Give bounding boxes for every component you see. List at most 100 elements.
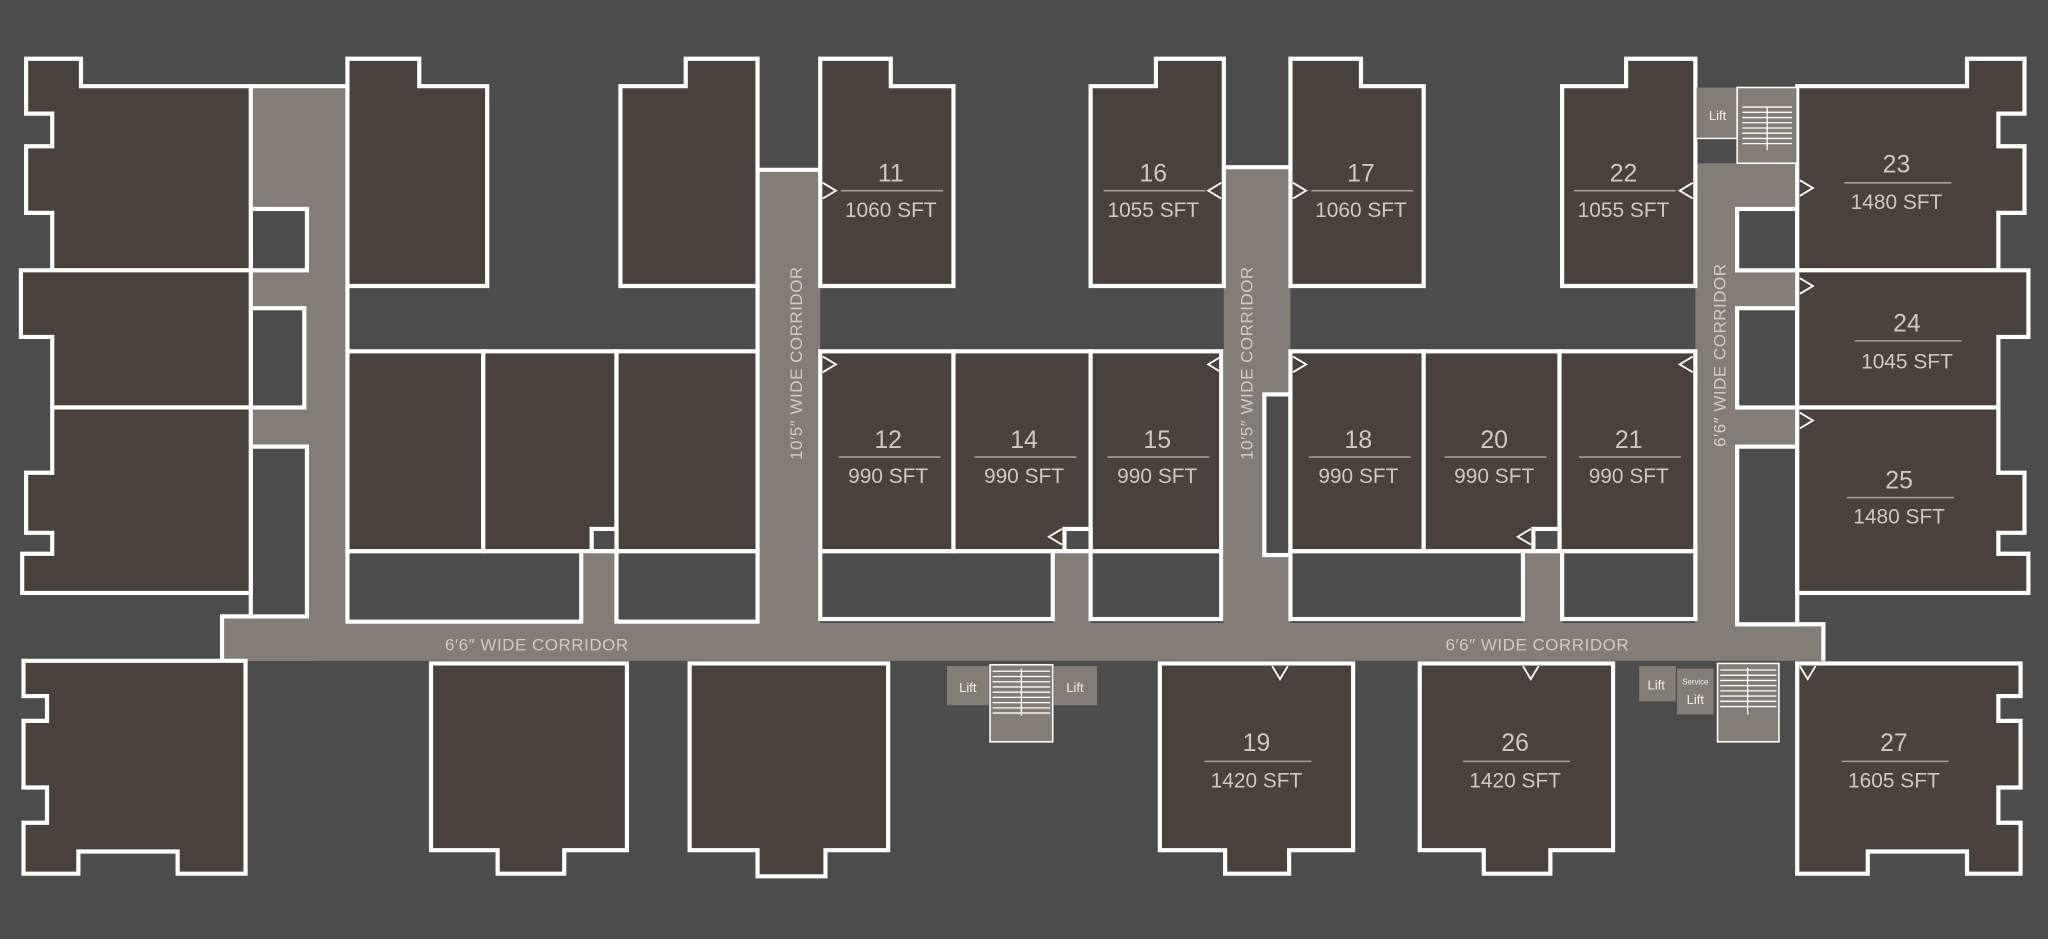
svg-text:1480 SFT: 1480 SFT (1853, 506, 1945, 529)
svg-text:27: 27 (1880, 730, 1908, 757)
lift-label: Lift (1647, 678, 1665, 693)
unit-unlabeled[interactable] (20, 405, 253, 596)
service-lift-label: Lift (1687, 692, 1705, 707)
lift (1639, 666, 1676, 702)
closet (248, 306, 307, 410)
unit-unlabeled[interactable] (428, 661, 630, 876)
corridor-vertical-1 (757, 169, 821, 627)
door-icon (1292, 355, 1308, 373)
unit-24[interactable] (1795, 268, 2031, 410)
closet (1735, 444, 1800, 627)
svg-text:1480 SFT: 1480 SFT (1851, 191, 1943, 214)
unit-unlabeled[interactable] (18, 268, 253, 410)
svg-text:19: 19 (1243, 730, 1271, 757)
unit-11[interactable] (818, 56, 956, 289)
svg-text:23: 23 (1883, 151, 1911, 178)
closet (248, 206, 310, 273)
storage-room (614, 549, 760, 624)
corridor-label: 10′5″ WIDE CORRIDOR (787, 266, 806, 460)
unit-16[interactable] (1088, 56, 1226, 289)
svg-text:990 SFT: 990 SFT (1454, 465, 1534, 488)
corridor-stub (581, 548, 617, 627)
stair-steps (1720, 667, 1777, 715)
svg-text:20: 20 (1480, 427, 1508, 454)
svg-text:22: 22 (1610, 161, 1638, 188)
unit-unlabeled[interactable] (345, 349, 486, 554)
unit-15[interactable] (1088, 349, 1224, 554)
door-icon (1799, 411, 1815, 430)
unit-unlabeled[interactable] (481, 349, 619, 554)
unit-unlabeled[interactable] (24, 56, 253, 273)
door-icon (1799, 277, 1815, 295)
unit-17[interactable] (1288, 56, 1426, 289)
notch (589, 526, 619, 554)
unit-unlabeled[interactable] (21, 658, 248, 876)
door-icon (1271, 665, 1289, 681)
svg-text:1060 SFT: 1060 SFT (845, 199, 937, 222)
unit-20[interactable] (1421, 349, 1562, 554)
svg-text:1420 SFT: 1420 SFT (1211, 770, 1303, 793)
unit-26[interactable] (1417, 661, 1616, 876)
svg-text:990 SFT: 990 SFT (984, 465, 1064, 488)
unit-25[interactable] (1795, 405, 2031, 596)
service-lift-caption: Service (1682, 677, 1708, 686)
svg-text:1060 SFT: 1060 SFT (1315, 199, 1407, 222)
storage-room (1288, 549, 1526, 622)
unit-21[interactable] (1557, 349, 1698, 554)
unit-unlabeled[interactable] (687, 661, 891, 879)
closet (248, 444, 310, 619)
svg-text:990 SFT: 990 SFT (1589, 465, 1669, 488)
corridor-label: 10′5″ WIDE CORRIDOR (1238, 266, 1257, 460)
lift (1696, 87, 1738, 139)
corridor-label: 6′6″ WIDE CORRIDOR (445, 635, 629, 654)
storage-room (1560, 549, 1698, 622)
unit-label-27: 27 1605 SFT (1841, 730, 1949, 793)
unit-unlabeled[interactable] (618, 56, 760, 289)
svg-text:15: 15 (1143, 427, 1171, 454)
door-icon (1206, 355, 1222, 373)
unit-12[interactable] (818, 349, 956, 554)
door-icon (1292, 182, 1308, 200)
unit-22[interactable] (1560, 56, 1698, 289)
stair-steps (1742, 106, 1792, 151)
unit-27[interactable] (1795, 661, 2023, 876)
lift-label: Lift (1709, 108, 1727, 123)
svg-text:1055 SFT: 1055 SFT (1578, 199, 1670, 222)
lift-label: Lift (959, 680, 977, 695)
corridor-stub (1522, 548, 1563, 627)
door-icon (822, 355, 838, 373)
corridor-main-horizontal (222, 622, 1824, 661)
svg-text:990 SFT: 990 SFT (848, 465, 928, 488)
unit-label-20: 20 990 SFT (1444, 427, 1547, 488)
svg-text:18: 18 (1345, 427, 1373, 454)
door-icon (822, 182, 838, 200)
door-icon (1522, 665, 1540, 681)
unit-14[interactable] (951, 349, 1093, 554)
notch (1062, 526, 1093, 554)
door-icons (822, 179, 1817, 681)
corridor-stub (1052, 548, 1091, 627)
unit-unlabeled[interactable] (345, 56, 490, 289)
svg-text:14: 14 (1010, 427, 1038, 454)
lift-label: Lift (1066, 680, 1084, 695)
unit-label-22: 22 1055 SFT (1573, 161, 1676, 222)
closet (1262, 392, 1293, 558)
unit-19[interactable] (1157, 661, 1356, 876)
door-icon (1799, 179, 1815, 197)
lift (1054, 666, 1098, 706)
svg-text:1605 SFT: 1605 SFT (1848, 770, 1940, 793)
unit-unlabeled[interactable] (614, 349, 760, 554)
unit-23[interactable] (1795, 56, 2027, 273)
svg-text:1420 SFT: 1420 SFT (1469, 770, 1561, 793)
svg-text:1045 SFT: 1045 SFT (1861, 350, 1953, 373)
